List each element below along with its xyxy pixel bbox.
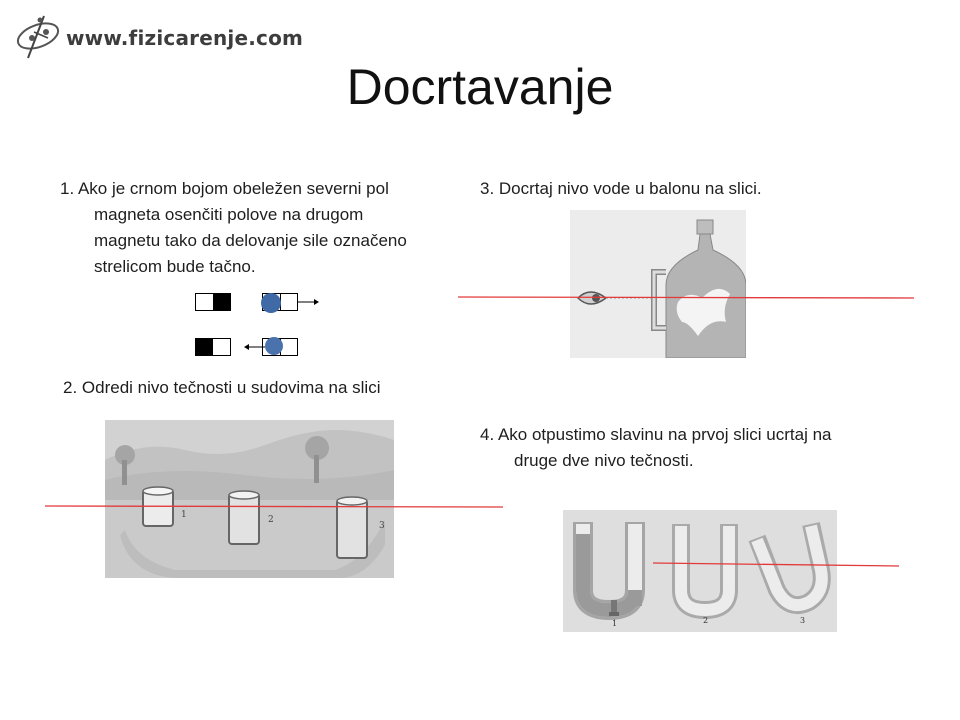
task-1-line-4: strelicom bude tačno. [94,257,256,276]
task-1-line-1: 1. Ako je crnom bojom obeležen severni p… [60,179,389,198]
tube-label-2: 2 [703,616,708,625]
vessel-label-2: 2 [268,515,274,525]
task-1-line-2: magneta osenčiti polove na drugom [94,205,364,224]
arrow-right-icon [298,299,319,305]
vessels-figure: 1 2 3 [105,420,394,578]
task-3-text: 3. Docrtaj nivo vode u balonu na slici. [480,179,762,198]
tube-label-1: 1 [612,619,617,628]
logo-text[interactable]: www.fizicarenje.com [66,26,304,50]
vessel-label-1: 1 [181,510,187,520]
vessels-drawing: 1 2 3 [105,420,394,578]
bottle-figure [570,210,746,358]
scribble-mark [261,293,281,313]
magnet-pole-right [279,294,298,310]
vessel-label-3: 3 [379,521,385,531]
magnet-top-left [195,293,231,311]
magnet-pole-north [213,294,230,310]
magnet-pole-north [196,339,213,355]
arrow-left-icon [244,344,265,350]
site-logo[interactable] [14,12,294,62]
u-tubes-figure: 1 2 3 [563,510,837,632]
task-1-text: 1. Ako je crnom bojom obeležen severni p… [60,176,452,280]
atom-feather-icon [16,15,60,59]
u-tubes-drawing: 1 2 3 [563,510,837,632]
magnet-pole-south [196,294,213,310]
bottle-drawing [570,210,746,358]
tube-label-3: 3 [800,616,805,625]
magnet-bottom-left [195,338,231,356]
task-1-line-3: magnetu tako da delovanje sile označeno [94,231,407,250]
task-4-line-2: druge dve nivo tečnosti. [514,451,694,470]
magnet-pole-south [213,339,230,355]
tree-icon [115,436,329,485]
scribble-mark [265,337,283,355]
task-4-text: 4. Ako otpustimo slavinu na prvoj slici … [480,422,900,474]
task-2-text: 2. Odredi nivo tečnosti u sudovima na sl… [63,378,381,397]
task-4-line-1: 4. Ako otpustimo slavinu na prvoj slici … [480,425,832,444]
page-title: Docrtavanje [346,59,614,115]
